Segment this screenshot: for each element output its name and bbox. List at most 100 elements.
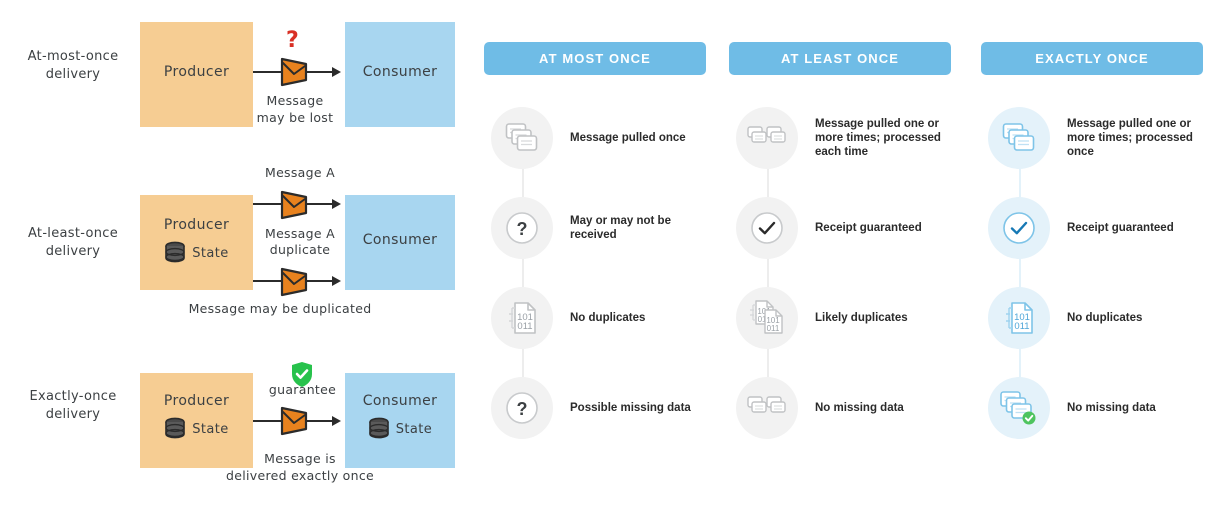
column-header-exactly-once[interactable]: EXACTLY ONCE — [981, 42, 1203, 75]
svg-text:101: 101 — [517, 312, 533, 323]
timeline-step: ? May or may not be received — [484, 183, 706, 273]
arrow-head-icon — [332, 276, 341, 286]
bottom-message-label: Message A duplicate — [264, 226, 335, 257]
timeline-connector — [522, 133, 524, 413]
column-header-at-least-once[interactable]: AT LEAST ONCE — [729, 42, 951, 75]
svg-text:011: 011 — [517, 321, 532, 332]
column-at-most-once: AT MOST ONCE Me — [484, 42, 706, 453]
timeline: Message pulled once ? May or may not be … — [484, 93, 706, 453]
diagram-caption: Message may be lost — [256, 93, 334, 125]
timeline-step-label: Message pulled one or more times; proces… — [815, 118, 941, 158]
envelope-icon — [279, 187, 309, 221]
stacked-cards-check-icon — [988, 377, 1050, 439]
timeline-step: Receipt guaranteed — [981, 183, 1203, 273]
timeline-step: ? Possible missing data — [484, 363, 706, 453]
timeline-step-label: May or may not be received — [570, 215, 671, 241]
check-circle-icon — [988, 197, 1050, 259]
diagram-at-most-once: At-most-once delivery Producer Consumer … — [0, 0, 480, 173]
timeline-step: 101 011 No duplicates — [981, 273, 1203, 363]
guarantee-label: guarantee — [268, 382, 337, 397]
top-message-label: Message A — [264, 165, 335, 180]
consumer-state-row: State — [345, 417, 455, 441]
question-mark-badge: ? — [286, 28, 299, 53]
consumer-label: Consumer — [362, 232, 438, 248]
timeline-step-label: Receipt guaranteed — [1067, 222, 1174, 234]
svg-text:101: 101 — [757, 307, 771, 316]
timeline-step-label: No missing data — [815, 402, 904, 414]
arrow-head-icon — [332, 67, 341, 77]
column-at-least-once: AT LEAST ONCE — [729, 42, 951, 453]
svg-text:011: 011 — [767, 324, 780, 333]
producer-label: Producer — [163, 217, 230, 233]
producer-label: Producer — [163, 393, 230, 409]
svg-text:101: 101 — [766, 316, 780, 325]
timeline-step-label: Message pulled one or more times; proces… — [1067, 118, 1193, 158]
diagram-at-least-once: At-least-once delivery Producer State Co… — [0, 160, 480, 333]
producer-box: Producer State — [140, 195, 253, 290]
producer-state-label: State — [192, 245, 229, 261]
timeline-step-label: No duplicates — [1067, 312, 1143, 324]
consumer-box: Consumer — [345, 22, 455, 127]
svg-text:011: 011 — [1014, 321, 1029, 332]
consumer-state-label: State — [395, 421, 433, 437]
timeline-connector — [767, 133, 769, 413]
timeline: Message pulled one or more times; proces… — [981, 93, 1203, 453]
producer-state-row: State — [140, 241, 253, 265]
svg-text:?: ? — [517, 219, 528, 239]
svg-text:011: 011 — [758, 315, 771, 324]
question-circle-icon: ? — [491, 197, 553, 259]
svg-text:101: 101 — [1014, 312, 1030, 323]
timeline-step: No missing data — [981, 363, 1203, 453]
envelope-icon — [279, 54, 309, 88]
stacked-cards-icon — [988, 107, 1050, 169]
diagram-row-label: Exactly-once delivery — [29, 389, 117, 422]
diagram-exactly-once: Exactly-once delivery Producer State Con… — [0, 340, 480, 513]
stacked-cards-icon — [491, 107, 553, 169]
diagram-row-label: At-least-once delivery — [27, 226, 119, 259]
database-icon — [368, 417, 390, 441]
envelope-icon — [279, 264, 309, 298]
database-icon — [164, 417, 186, 441]
timeline-step-label: Message pulled once — [570, 132, 686, 144]
question-circle-icon: ? — [491, 377, 553, 439]
arrow-head-icon — [332, 416, 341, 426]
timeline-step-label: Likely duplicates — [815, 312, 908, 324]
double-binary-document-icon: 101 011 101 011 — [736, 287, 798, 349]
consumer-box: Consumer — [345, 195, 455, 290]
timeline-step: Message pulled one or more times; proces… — [981, 93, 1203, 183]
timeline-step-label: Receipt guaranteed — [815, 222, 922, 234]
diagram-below-caption: Message may be duplicated — [188, 301, 372, 316]
binary-document-icon: 101 011 — [988, 287, 1050, 349]
timeline-step: 101 011 101 011 Likely duplicates — [729, 273, 951, 363]
producer-state-label: State — [192, 421, 229, 437]
double-stacked-cards-icon — [736, 377, 798, 439]
arrow-head-icon — [332, 199, 341, 209]
binary-document-icon: 101 011 — [491, 287, 553, 349]
timeline-step-label: No duplicates — [570, 312, 646, 324]
column-exactly-once: EXACTLY ONCE Me — [981, 42, 1203, 453]
column-header-at-most-once[interactable]: AT MOST ONCE — [484, 42, 706, 75]
timeline-step: Message pulled once — [484, 93, 706, 183]
consumer-label: Consumer — [362, 64, 438, 80]
diagram-row-label: At-most-once delivery — [27, 49, 119, 82]
consumer-box: Consumer State — [345, 373, 455, 468]
timeline-step-label: Possible missing data — [570, 402, 691, 414]
timeline-step: 101 011 No duplicates — [484, 273, 706, 363]
producer-state-row: State — [140, 417, 253, 441]
timeline-step: Receipt guaranteed — [729, 183, 951, 273]
timeline: Message pulled one or more times; proces… — [729, 93, 951, 453]
producer-box: Producer State — [140, 373, 253, 468]
producer-box: Producer — [140, 22, 253, 127]
timeline-step: No missing data — [729, 363, 951, 453]
svg-text:?: ? — [517, 399, 528, 419]
consumer-label: Consumer — [362, 393, 438, 409]
timeline-connector — [1019, 133, 1021, 413]
producer-label: Producer — [163, 64, 230, 80]
timeline-step: Message pulled one or more times; proces… — [729, 93, 951, 183]
diagram-caption: Message is delivered exactly once — [226, 451, 374, 483]
double-stacked-cards-icon — [736, 107, 798, 169]
database-icon — [164, 241, 186, 265]
timeline-step-label: No missing data — [1067, 402, 1156, 414]
envelope-icon — [279, 403, 309, 437]
shield-check-icon — [290, 361, 314, 388]
